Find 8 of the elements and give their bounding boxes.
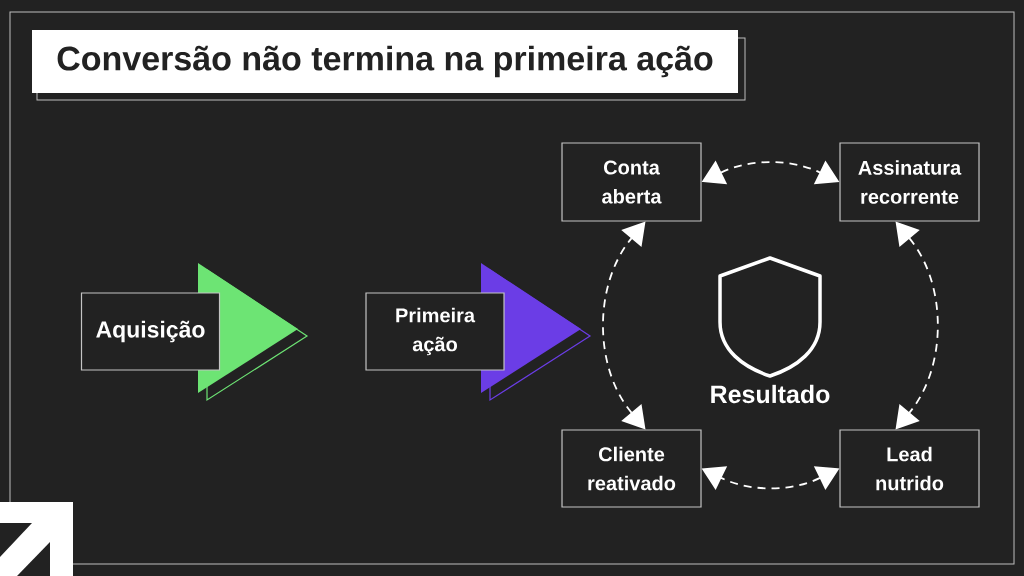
process-box: Aquisição xyxy=(80,292,221,371)
result-label: Resultado xyxy=(711,384,830,404)
title-banner: Conversão não termina na primeira ação xyxy=(32,30,746,101)
process-box: Conta aberta xyxy=(561,142,702,222)
process-box: Primeira ação xyxy=(365,292,505,371)
process-box: Lead nutrido xyxy=(839,429,980,508)
process-box: Cliente reativado xyxy=(561,429,702,508)
process-box: Assinatura recorrente xyxy=(839,142,980,222)
